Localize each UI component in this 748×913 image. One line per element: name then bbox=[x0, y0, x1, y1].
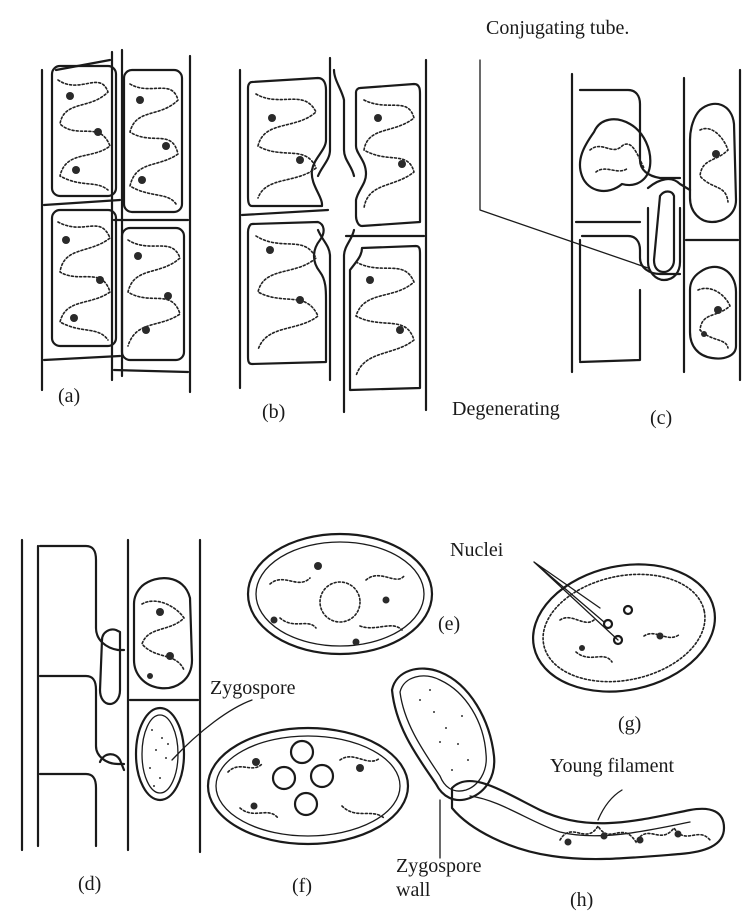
chloroplast bbox=[256, 94, 316, 198]
panel-label-a: (a) bbox=[58, 385, 80, 407]
cell-outline bbox=[40, 774, 96, 846]
zygospore-cell-inner bbox=[216, 736, 400, 836]
nucleus bbox=[291, 741, 313, 763]
gamete bbox=[690, 267, 736, 359]
zygospore-stipple bbox=[149, 729, 169, 787]
conjugating-tube bbox=[100, 629, 120, 704]
nucleus bbox=[295, 793, 317, 815]
zygospore-inner bbox=[142, 715, 178, 793]
panel-label-d: (d) bbox=[78, 873, 101, 895]
panel-a: (a) bbox=[42, 50, 190, 407]
wall-stipple bbox=[419, 689, 469, 771]
annotation-degenerating: Degenerating bbox=[452, 398, 560, 420]
panel-label-c: (c) bbox=[650, 407, 672, 429]
panel-f: (f) bbox=[208, 728, 408, 897]
annotation-young-filament: Young filament bbox=[550, 755, 675, 777]
chloroplast bbox=[364, 100, 414, 208]
panel-label-g: (g) bbox=[618, 713, 641, 735]
nucleus bbox=[320, 582, 360, 622]
panel-c: Conjugating tube. Degenerating (c) bbox=[452, 17, 740, 429]
annotation-nuclei: Nuclei bbox=[450, 539, 504, 561]
cross-wall bbox=[242, 210, 328, 215]
panel-e: (e) bbox=[248, 534, 460, 654]
zygospore-cell bbox=[248, 534, 432, 654]
filament-wall bbox=[128, 540, 200, 852]
gamete bbox=[690, 104, 736, 222]
zygospore-wall-inner bbox=[400, 676, 486, 791]
conjugating-tube-inner bbox=[654, 192, 674, 273]
chloroplast bbox=[560, 826, 710, 842]
chloroplast bbox=[698, 288, 730, 348]
annotation-zygospore-wall-line1: Zygospore bbox=[396, 855, 482, 877]
gamete bbox=[134, 578, 192, 688]
panel-b: (b) bbox=[240, 58, 426, 423]
panel-g: Nuclei (g) bbox=[450, 539, 727, 735]
cell-outline bbox=[40, 676, 124, 764]
cell-outline bbox=[580, 240, 640, 362]
panel-d: Zygospore (d) bbox=[22, 540, 296, 895]
cell-outline bbox=[580, 90, 680, 274]
cross-wall bbox=[114, 220, 188, 372]
chloroplast bbox=[256, 236, 318, 350]
chloroplast bbox=[700, 129, 728, 202]
zygospore-cell bbox=[208, 728, 408, 844]
nucleus bbox=[273, 767, 295, 789]
annotation-zygospore-wall-line2: wall bbox=[396, 879, 431, 901]
chloroplast bbox=[560, 618, 680, 662]
young-filament-pointer bbox=[598, 790, 622, 820]
filament-wall bbox=[22, 540, 38, 850]
chloroplast bbox=[356, 262, 414, 376]
conjugating-tube bbox=[100, 754, 124, 770]
nucleus bbox=[604, 620, 612, 628]
young-filament bbox=[452, 781, 724, 859]
nucleus bbox=[624, 606, 632, 614]
annotation-conjugating-tube: Conjugating tube. bbox=[486, 17, 629, 39]
filament-wall bbox=[42, 50, 122, 390]
panel-label-b: (b) bbox=[262, 401, 285, 423]
zygospore-cell bbox=[521, 548, 727, 708]
chloroplast bbox=[590, 144, 644, 172]
zygospore bbox=[136, 708, 184, 800]
panel-label-f: (f) bbox=[292, 875, 312, 897]
nucleus bbox=[311, 765, 333, 787]
annotation-zygospore: Zygospore bbox=[210, 677, 296, 699]
panel-h: Young filament Zygospore wall (h) bbox=[392, 669, 724, 911]
panel-label-e: (e) bbox=[438, 613, 460, 635]
chloroplast bbox=[58, 80, 110, 190]
zygospore-cell-inner bbox=[256, 542, 424, 646]
panel-label-h: (h) bbox=[570, 889, 593, 911]
cell-outline bbox=[40, 546, 124, 650]
